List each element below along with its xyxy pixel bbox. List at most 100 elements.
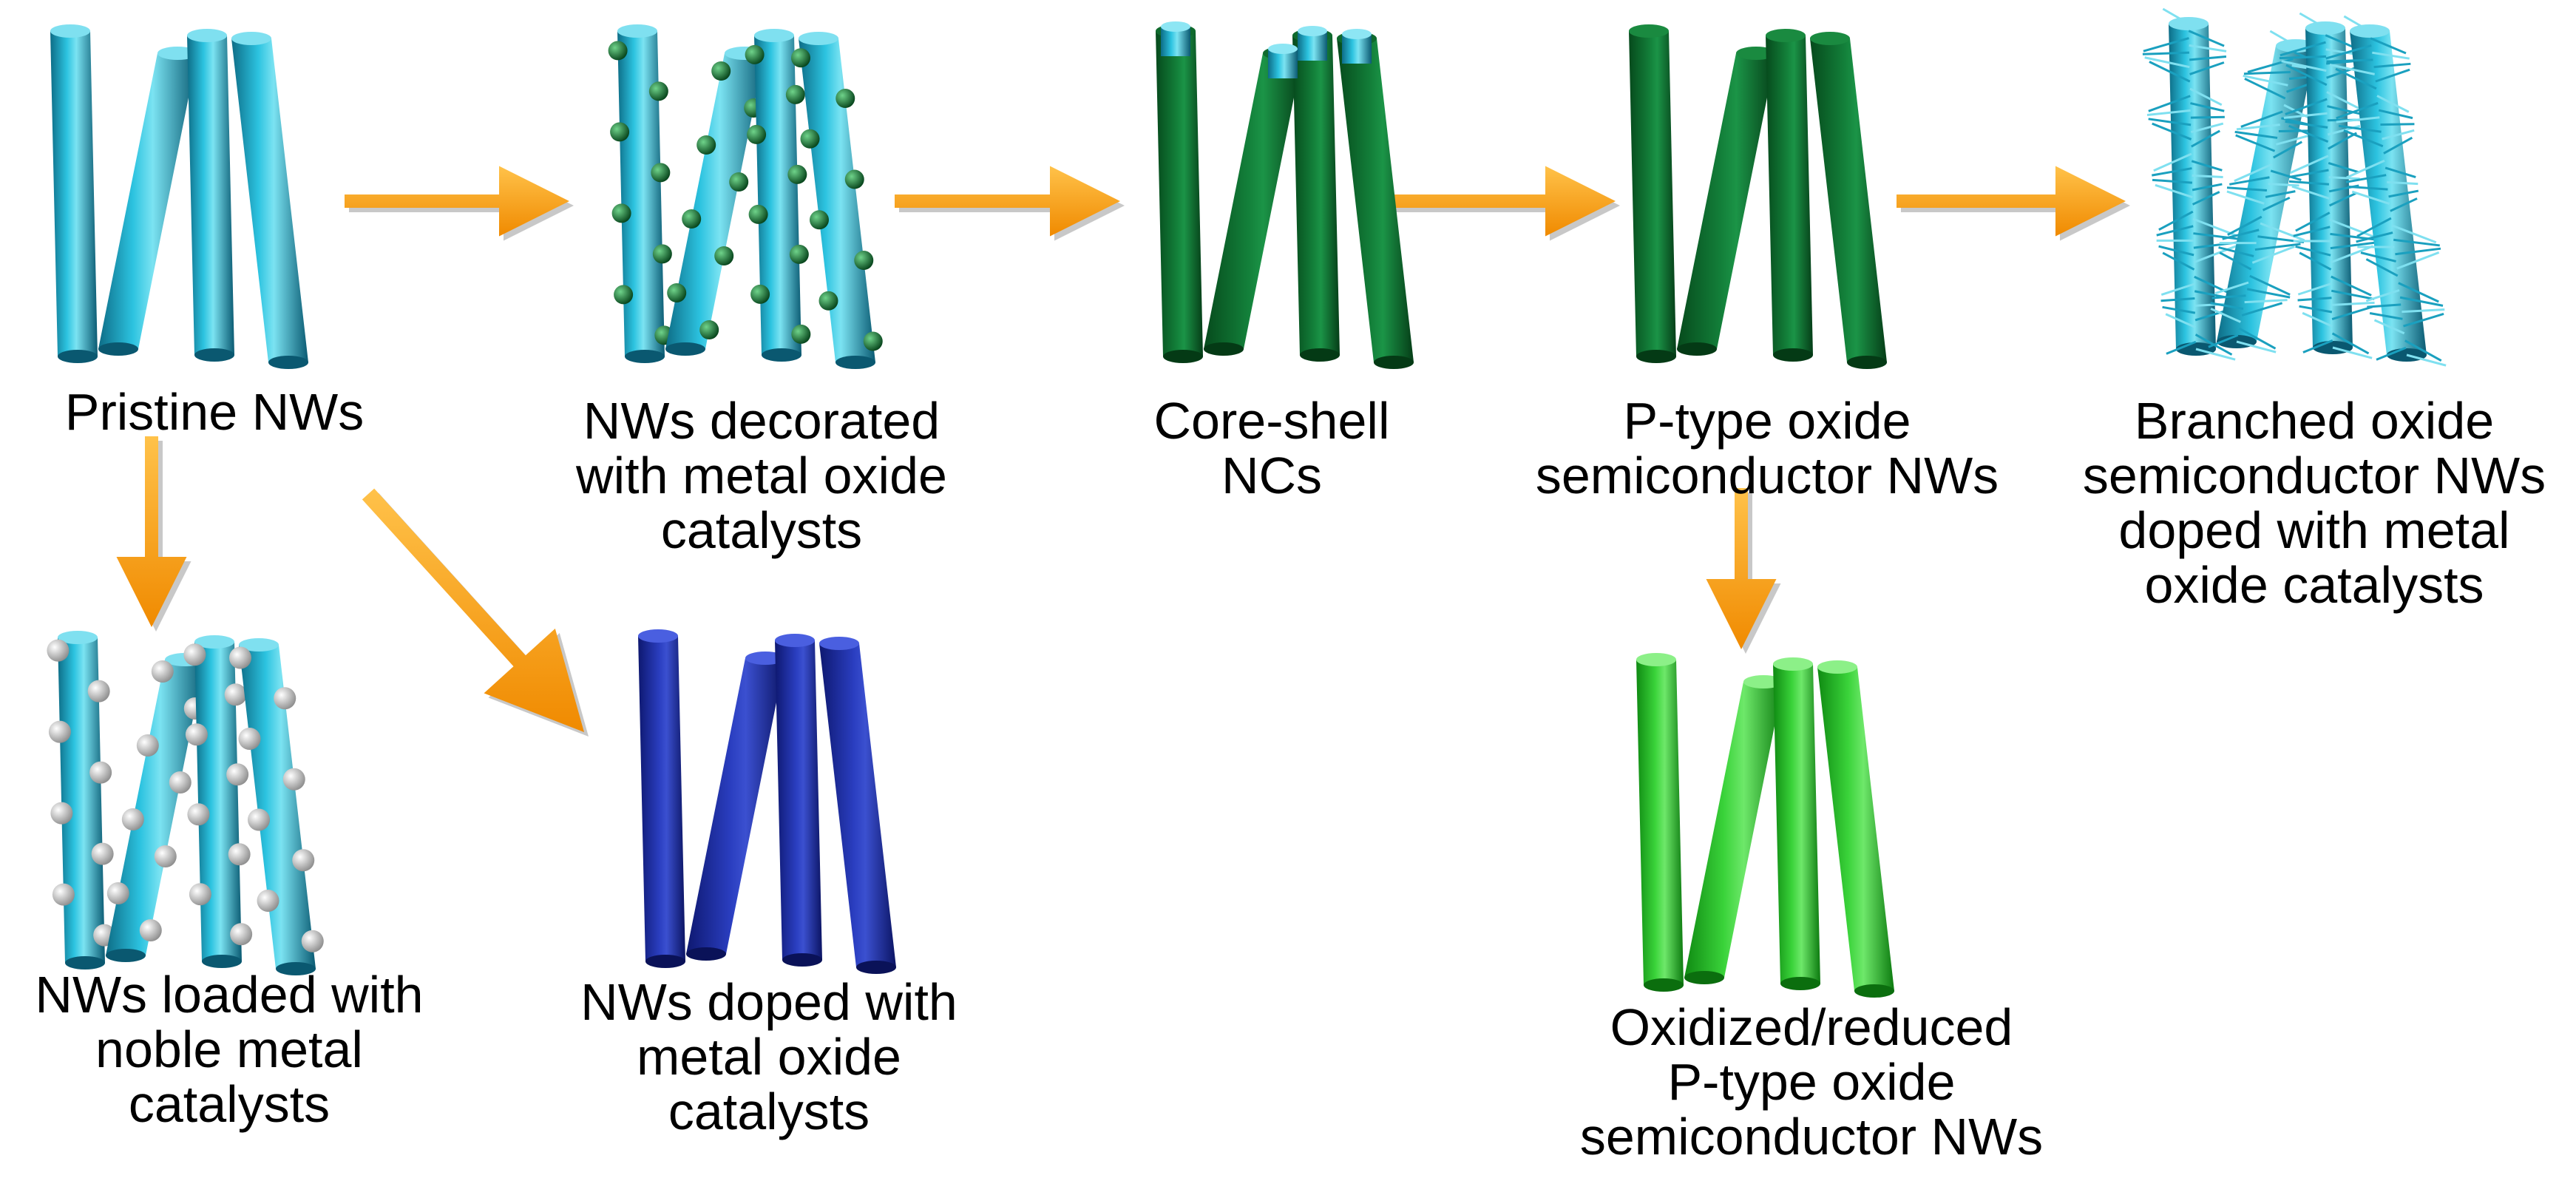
metal-oxide-particle xyxy=(610,122,630,142)
branch-spike xyxy=(2280,41,2326,57)
metal-oxide-particle xyxy=(863,331,883,351)
branch-spike xyxy=(2288,180,2329,186)
branch-spike xyxy=(2148,95,2191,112)
label-nws-loaded: NWs loaded with noble metal catalysts xyxy=(35,966,424,1133)
branch-spike xyxy=(2243,74,2288,87)
branch-spike xyxy=(2378,109,2413,120)
branch-spike xyxy=(2162,251,2195,271)
branch-spike xyxy=(2343,15,2370,33)
nanowire xyxy=(638,629,685,968)
branch-spike xyxy=(2238,327,2277,350)
noble-metal-particle xyxy=(292,849,315,872)
branch-spike xyxy=(2380,123,2415,126)
branch-spike xyxy=(2369,312,2403,320)
branch-spike xyxy=(2192,174,2223,179)
branch-spike xyxy=(2189,61,2225,75)
noble-metal-particle xyxy=(274,687,296,710)
branch-spike xyxy=(2348,185,2388,191)
branch-spike xyxy=(2191,129,2220,148)
metal-oxide-particle xyxy=(611,203,631,223)
core-tip-cap xyxy=(1268,44,1298,54)
branch-spike xyxy=(2290,155,2329,174)
blue-nanowire-bundle-icon xyxy=(638,629,896,974)
branch-spike xyxy=(2336,116,2380,123)
core-tip-cap xyxy=(1342,29,1372,39)
branch-spike xyxy=(2193,245,2237,264)
branch-spike xyxy=(2160,282,2195,296)
nanowire xyxy=(1817,660,1894,998)
arrow-p-type-to-oxidized xyxy=(1706,488,1781,654)
branch-spike xyxy=(2146,109,2191,116)
branch-spike xyxy=(2393,238,2440,247)
noble-metal-particle xyxy=(185,723,208,746)
label-core-shell: Core-shell NCs xyxy=(1153,392,1390,504)
branch-spike xyxy=(2269,30,2297,47)
nanowire xyxy=(1766,29,1813,362)
noble-metal-particle xyxy=(52,883,75,906)
branch-spike xyxy=(2367,303,2402,308)
cyan-nanowire-bundle-icon xyxy=(50,24,308,369)
metal-oxide-particle xyxy=(748,204,768,224)
arrow-core-shell-to-p-type xyxy=(1390,166,1620,241)
label-p-type: P-type oxide semiconductor NWs xyxy=(1535,392,1999,504)
branch-spike xyxy=(2243,71,2291,75)
nanowire xyxy=(2208,30,2331,353)
nanowire xyxy=(1629,24,1676,363)
branch-spike xyxy=(2326,58,2373,63)
branch-spike xyxy=(2192,183,2223,192)
noble-metal-particle xyxy=(89,761,112,784)
branch-spike xyxy=(2152,178,2192,184)
branch-spike xyxy=(2331,301,2375,306)
branch-spike xyxy=(2195,348,2236,361)
branch-spike xyxy=(2285,98,2328,115)
branch-spike xyxy=(2190,115,2225,119)
branch-spike xyxy=(2336,101,2379,120)
noble-metal-particle xyxy=(248,808,270,831)
branch-spike xyxy=(2338,124,2382,133)
metal-oxide-particle xyxy=(844,169,864,189)
branch-spike xyxy=(2210,302,2244,311)
core-shell-nanowire-bundle-icon xyxy=(1156,21,1414,369)
metal-oxide-particle xyxy=(682,209,702,229)
nanowire xyxy=(791,32,883,369)
metal-oxide-particle xyxy=(711,61,731,81)
arrow-pristine-to-loaded xyxy=(116,436,191,632)
branch-spike xyxy=(2189,87,2223,106)
branch-spike xyxy=(2219,251,2252,271)
noble-metal-particle xyxy=(226,763,249,786)
noble-metal-particle xyxy=(282,768,305,791)
branch-spike xyxy=(2383,136,2413,155)
branch-spike xyxy=(2365,288,2400,302)
nanowire xyxy=(1677,47,1776,356)
noble-metal-particle xyxy=(301,930,324,952)
branch-spike xyxy=(2262,196,2291,212)
nanowire xyxy=(1773,657,1820,990)
branch-spike xyxy=(2156,225,2194,237)
branch-spike xyxy=(2142,51,2189,55)
branch-spike xyxy=(2260,222,2305,242)
nanowire xyxy=(229,638,324,975)
branch-spike xyxy=(2144,56,2190,69)
metal-oxide-particle xyxy=(818,291,838,311)
branch-spike xyxy=(2278,129,2313,133)
branch-spike xyxy=(2288,169,2329,179)
branch-spike xyxy=(2211,294,2246,300)
metal-oxide-particle xyxy=(614,285,634,305)
metal-oxide-particle xyxy=(608,41,628,61)
branch-spike xyxy=(2373,62,2411,69)
noble-metal-particle xyxy=(50,802,73,825)
metal-oxide-particle xyxy=(714,246,734,265)
nanowire xyxy=(50,24,98,363)
nanowire xyxy=(819,637,896,974)
branch-spike xyxy=(2166,340,2197,355)
branch-spike xyxy=(2244,299,2288,304)
branch-spike xyxy=(2148,118,2192,126)
branch-spike xyxy=(2158,210,2194,231)
nanowire xyxy=(98,47,197,356)
nanowire xyxy=(1636,653,1684,992)
dark-green-nanowire-bundle-icon xyxy=(1629,24,1887,369)
branch-spike xyxy=(2299,305,2333,314)
branch-spike xyxy=(2331,275,2372,297)
arrow-pristine-to-decorated xyxy=(345,166,574,241)
